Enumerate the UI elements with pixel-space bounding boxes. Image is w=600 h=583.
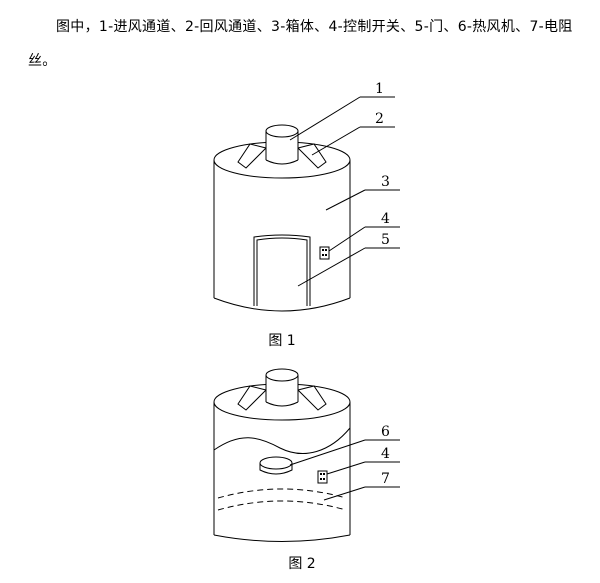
label-7: 7 bbox=[381, 471, 390, 487]
figure-2: 6 4 7 图 2 bbox=[213, 368, 400, 572]
figure-2-title: 图 2 bbox=[288, 556, 315, 572]
hot-air-fan bbox=[259, 456, 293, 475]
label-4: 4 bbox=[381, 211, 390, 227]
label-4-fig2: 4 bbox=[381, 446, 390, 462]
label-6: 6 bbox=[381, 424, 390, 440]
leader-lines-fig2 bbox=[289, 439, 400, 501]
legend-caption: 图中，1-进风通道、2-回风通道、3-箱体、4-控制开关、5-门、6-热风机、7… bbox=[28, 19, 573, 69]
resistance-wire bbox=[217, 488, 347, 511]
label-2: 2 bbox=[375, 111, 384, 127]
door bbox=[253, 234, 311, 306]
cabinet-body bbox=[213, 141, 351, 312]
figure-1: 1 2 3 4 5 图 1 bbox=[213, 81, 400, 349]
return-air-duct bbox=[237, 143, 327, 169]
label-5: 5 bbox=[381, 232, 390, 248]
label-1: 1 bbox=[375, 81, 384, 97]
leader-lines-fig1 bbox=[289, 96, 400, 287]
control-switch bbox=[319, 246, 330, 260]
return-air-duct-fig2 bbox=[237, 385, 327, 411]
label-3: 3 bbox=[381, 174, 390, 190]
control-switch-fig2 bbox=[317, 470, 328, 484]
intake-duct bbox=[265, 124, 299, 165]
intake-duct-fig2 bbox=[265, 368, 299, 407]
figure-1-title: 图 1 bbox=[268, 333, 295, 349]
